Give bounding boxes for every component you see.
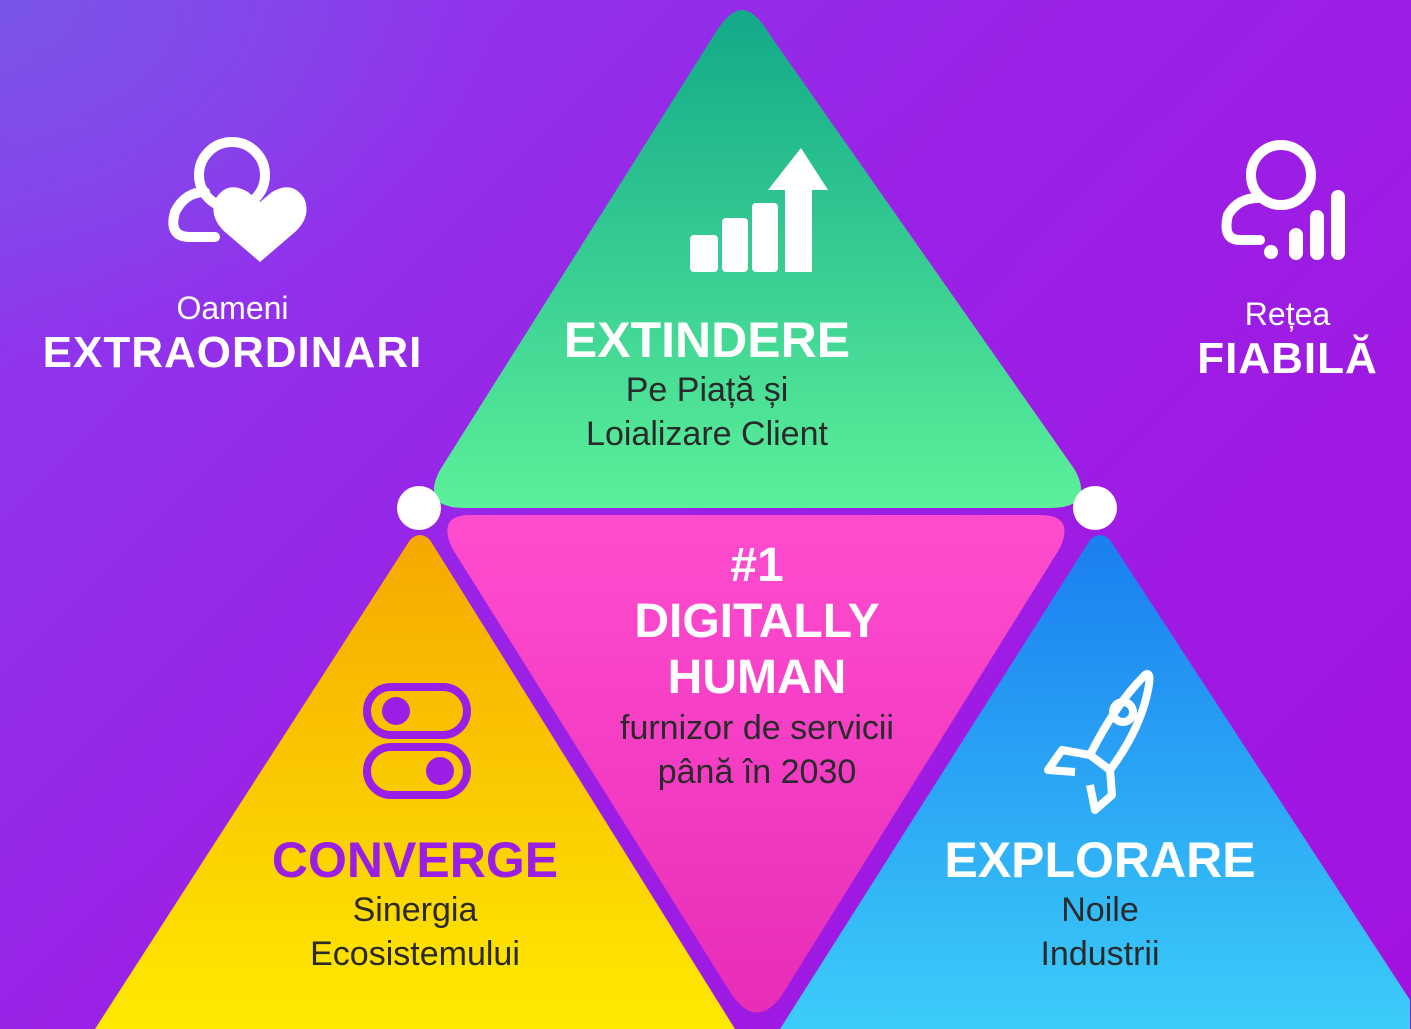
center-title2: HUMAN — [667, 651, 847, 704]
bottom-right-triangle-text: EXPLORARE Noile Industrii — [920, 832, 1280, 976]
side-label-left-small: Oameni — [176, 290, 289, 326]
top-line2: Loializare Client — [586, 415, 828, 453]
connector-dot-left — [397, 486, 441, 530]
center-line1: furnizor de servicii — [620, 709, 894, 747]
top-title: EXTINDERE — [563, 312, 851, 368]
center-line2: până în 2030 — [657, 753, 857, 791]
connector-dot-right — [1073, 486, 1117, 530]
bottom-right-line2: Industrii — [1040, 935, 1160, 973]
center-triangle-text: #1 DIGITALLY HUMAN furnizor de servicii … — [557, 538, 957, 794]
growth-chart-icon — [690, 148, 828, 272]
rocket-icon — [1044, 670, 1154, 814]
heart-shape — [213, 187, 307, 262]
side-label-left-big: EXTRAORDINARI — [42, 328, 423, 377]
top-line1: Pe Piață și — [625, 371, 789, 409]
side-label-right: Rețea FIABILĂ — [1170, 294, 1405, 384]
right-triangle — [780, 535, 1410, 1029]
converge-title: CONVERGE — [271, 832, 559, 888]
bottom-left-line2: Ecosistemului — [310, 935, 520, 973]
bottom-right-line1: Noile — [1061, 891, 1139, 929]
bottom-left-triangle-text: CONVERGE Sinergia Ecosistemului — [240, 832, 590, 976]
center-triangle — [447, 515, 1065, 1013]
person-signal-icon — [1221, 140, 1345, 260]
toggles-icon — [363, 683, 471, 799]
left-triangle — [95, 535, 735, 1029]
explorare-title: EXPLORARE — [944, 832, 1256, 888]
side-label-right-big: FIABILĂ — [1197, 334, 1378, 383]
side-label-right-small: Rețea — [1244, 296, 1331, 332]
center-rank: #1 — [730, 539, 784, 592]
center-title1: DIGITALLY — [634, 595, 880, 648]
bottom-left-line1: Sinergia — [352, 891, 478, 929]
side-label-left: Oameni EXTRAORDINARI — [0, 288, 465, 378]
top-triangle-text: EXTINDERE Pe Piață și Loializare Client — [557, 312, 857, 456]
